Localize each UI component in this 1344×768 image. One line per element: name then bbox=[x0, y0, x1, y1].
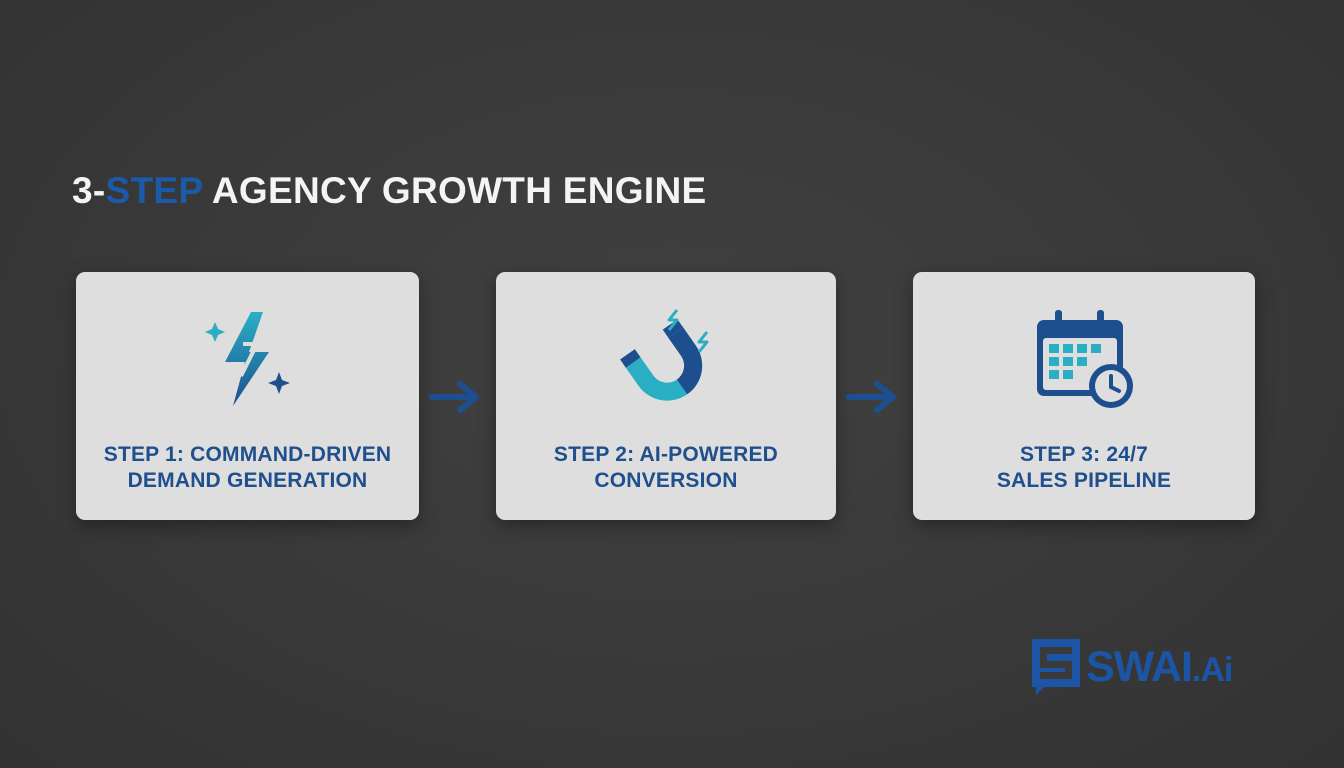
arrow-right-icon bbox=[846, 381, 896, 413]
arrow-right-icon bbox=[429, 381, 479, 413]
step-3-card: STEP 3: 24/7 SALES PIPELINE bbox=[913, 272, 1255, 520]
logo-text: SWAI.Ai bbox=[1086, 642, 1233, 691]
title-accent: STEP bbox=[105, 170, 203, 211]
title-rest: AGENCY GROWTH ENGINE bbox=[202, 170, 707, 211]
step-1-label: STEP 1: COMMAND-DRIVEN DEMAND GENERATION bbox=[103, 443, 392, 492]
step-2-card: STEP 2: AI-POWERED CONVERSION bbox=[496, 272, 836, 520]
title-prefix: 3- bbox=[72, 170, 106, 211]
page-title: 3-STEP AGENCY GROWTH ENGINE bbox=[72, 170, 706, 212]
step-1-card: STEP 1: COMMAND-DRIVEN DEMAND GENERATION bbox=[76, 272, 419, 520]
brand-logo: SWAI.Ai bbox=[1030, 636, 1233, 698]
logo-mark-icon bbox=[1032, 639, 1080, 695]
step-3-label: STEP 3: 24/7 SALES PIPELINE bbox=[996, 443, 1172, 492]
lightning-sparkle-icon bbox=[193, 304, 303, 414]
step-2-label: STEP 2: AI-POWERED CONVERSION bbox=[553, 443, 779, 492]
magnet-icon bbox=[611, 304, 721, 414]
calendar-clock-icon bbox=[1029, 304, 1139, 414]
